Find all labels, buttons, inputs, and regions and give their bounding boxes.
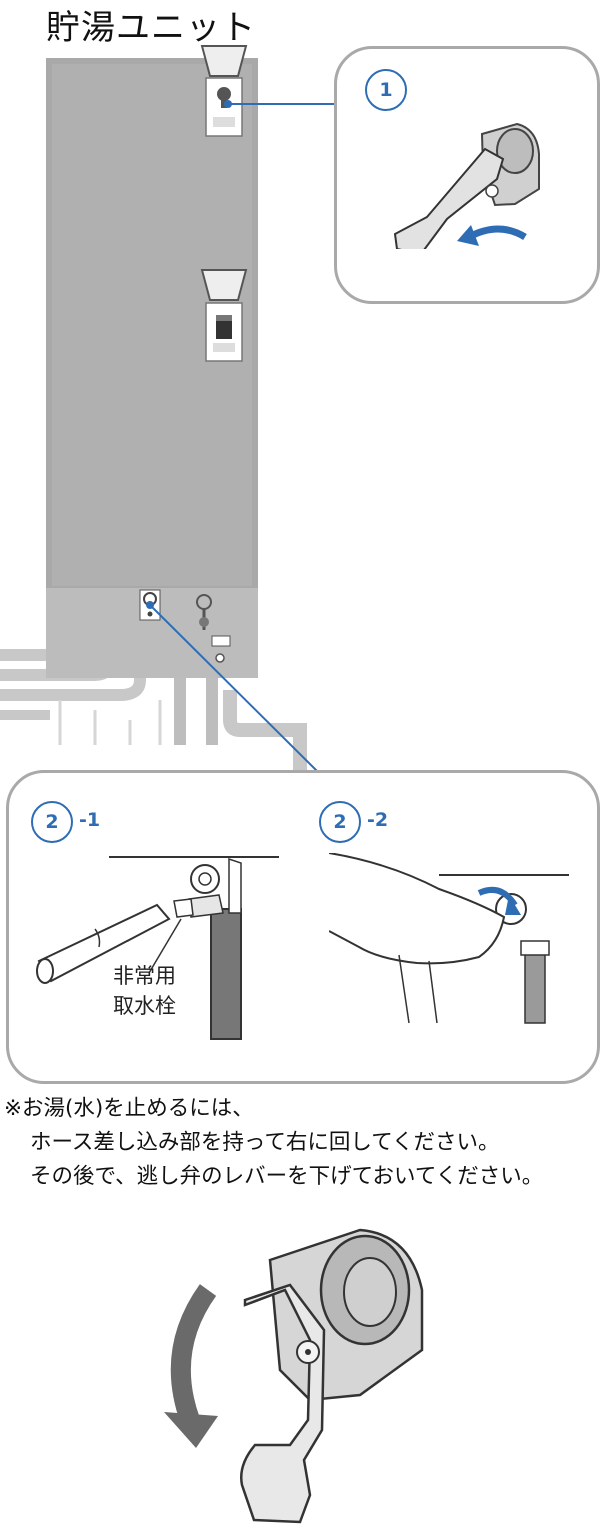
step-1-badge: 1 — [365, 69, 407, 111]
step-2-1-badge: 2 — [31, 801, 73, 843]
note-line-3: その後で、逃し弁のレバーを下げておいてください。 — [30, 1164, 544, 1189]
callout-emergency-tap: 2 -1 2 -2 非常用 取水栓 — [6, 770, 600, 1084]
step-2-2-badge: 2 — [319, 801, 361, 843]
relief-lever-down-diagram — [164, 1228, 424, 1524]
emergency-tap-label-1: 非常用 — [113, 964, 176, 988]
hand-turning-diagram — [329, 853, 569, 1024]
emergency-tap-label-2: 取水栓 — [113, 994, 176, 1018]
callout-relief-valve: 1 — [334, 46, 600, 304]
relief-valve-panel — [200, 45, 248, 137]
leader-lines — [146, 100, 334, 773]
control-panel — [200, 269, 248, 362]
rotate-arrow-icon — [467, 225, 527, 241]
relief-lever-up-icon — [393, 122, 540, 249]
note-line-1: ※お湯(水)を止めるには、 — [4, 1096, 254, 1121]
page-title: 貯湯ユニット — [46, 8, 256, 48]
step-2-1-suffix: -1 — [79, 809, 101, 831]
lever-down-arrow-icon — [170, 1284, 217, 1424]
step-2-2-suffix: -2 — [367, 809, 389, 831]
hose-connection-diagram — [36, 856, 279, 1040]
note-line-2: ホース差し込み部を持って右に回してください。 — [30, 1130, 500, 1155]
